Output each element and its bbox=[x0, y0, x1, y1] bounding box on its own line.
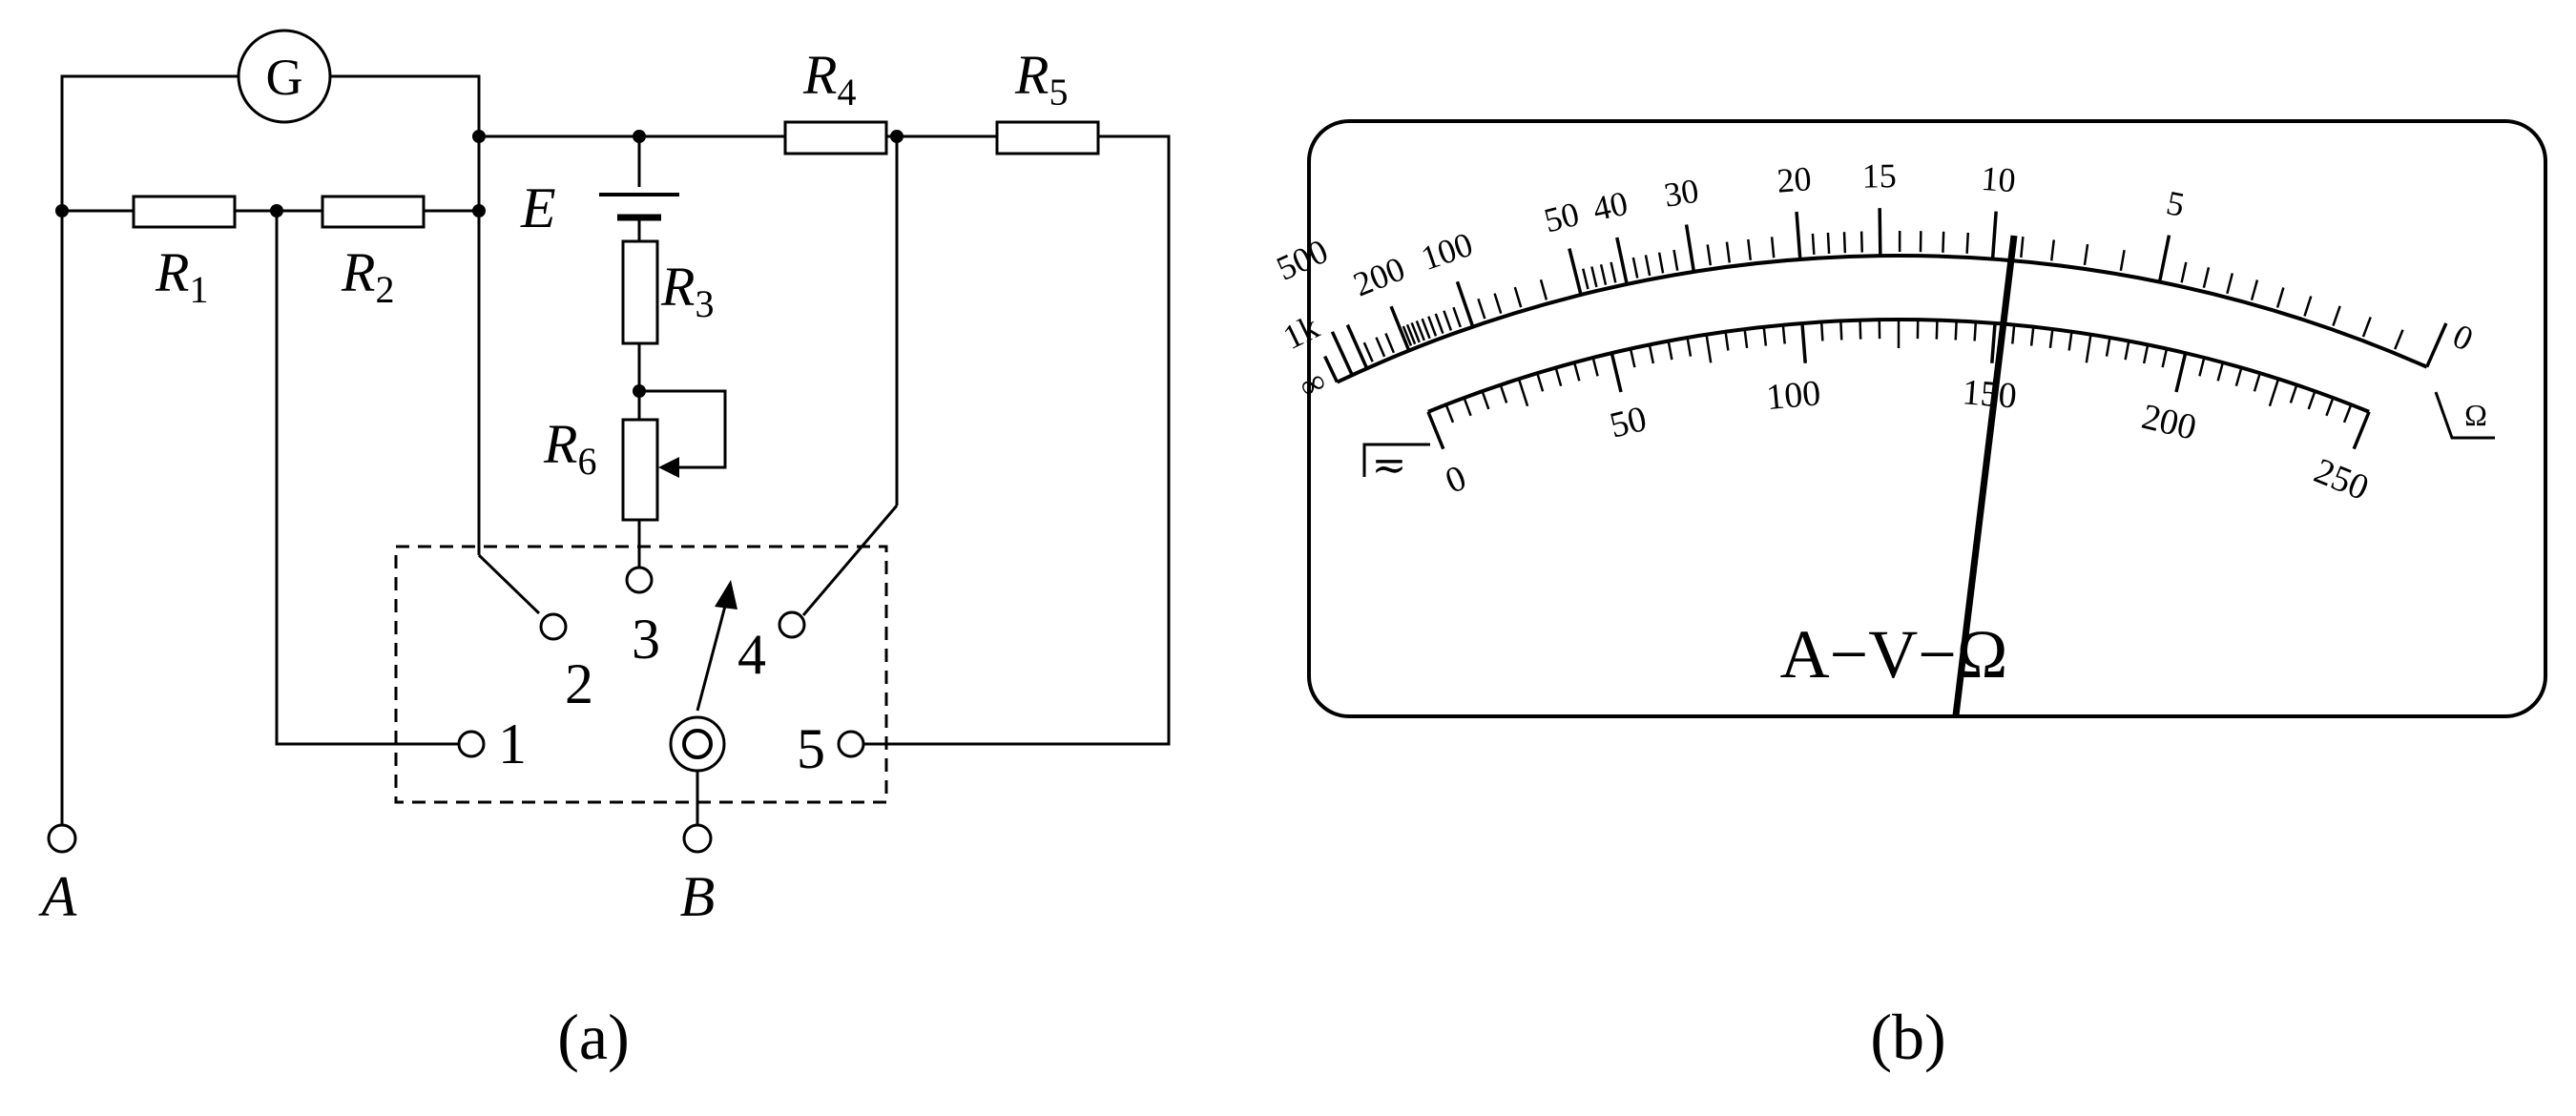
switch-contact-1 bbox=[459, 732, 484, 756]
meter-label: A−V−Ω bbox=[1780, 616, 2008, 692]
ohm-unit: Ω bbox=[2464, 398, 2487, 432]
resistor-r1 bbox=[134, 196, 235, 227]
resistor-r2 bbox=[322, 196, 424, 227]
scale-tick bbox=[1975, 322, 1976, 341]
terminal-a-label: A bbox=[38, 865, 77, 928]
ac-dc-symbol: ≂ bbox=[1372, 442, 1407, 488]
switch-label-3: 3 bbox=[632, 608, 660, 671]
scale-tick bbox=[1860, 320, 1861, 340]
scale-tick bbox=[1967, 233, 1968, 254]
scale-tick bbox=[1942, 232, 1943, 253]
scale-label: 150 bbox=[1961, 372, 2018, 416]
scale-tick bbox=[1813, 234, 1814, 255]
switch-label-4: 4 bbox=[737, 623, 766, 686]
terminal-a bbox=[49, 825, 75, 852]
switch-contact-4 bbox=[779, 612, 804, 637]
label-r5: R5 bbox=[1014, 44, 1068, 114]
scale-tick bbox=[1840, 320, 1841, 340]
scale-label: 30 bbox=[1661, 172, 1701, 215]
rheostat-arrow-icon bbox=[658, 457, 679, 478]
scale-tick bbox=[1861, 232, 1862, 253]
label-r2: R2 bbox=[341, 241, 394, 311]
scale-tick bbox=[1937, 320, 1938, 340]
switch-label-2: 2 bbox=[565, 652, 593, 715]
scale-label: 20 bbox=[1776, 159, 1813, 200]
switch-label-5: 5 bbox=[797, 717, 825, 780]
terminal-b-label: B bbox=[680, 865, 716, 928]
switch-contact-5 bbox=[839, 732, 863, 756]
caption-b: (b) bbox=[1870, 1001, 1945, 1073]
resistor-r5 bbox=[997, 122, 1098, 154]
scale-tick bbox=[1828, 233, 1829, 254]
scale-tick bbox=[1844, 232, 1845, 253]
resistor-r6 bbox=[623, 420, 657, 520]
resistor-r4 bbox=[785, 122, 886, 154]
label-r6: R6 bbox=[543, 413, 596, 483]
battery-e bbox=[592, 187, 687, 217]
switch-label-1: 1 bbox=[498, 713, 527, 775]
label-r4: R4 bbox=[802, 44, 856, 114]
scale-label: 15 bbox=[1861, 156, 1897, 195]
scale-tick bbox=[1821, 322, 1822, 341]
circuit-diagram: G E R1 R2 R3 R4 R5 R6 bbox=[38, 31, 1169, 1073]
selector-arrow-icon bbox=[715, 580, 737, 610]
label-r1: R1 bbox=[155, 241, 208, 311]
scale-label: 100 bbox=[1765, 373, 1823, 418]
terminal-b bbox=[684, 825, 711, 852]
scale-label: 10 bbox=[1980, 159, 2017, 199]
scale-tick bbox=[1956, 320, 1957, 340]
battery-label: E bbox=[520, 176, 556, 239]
switch-contact-2 bbox=[541, 614, 566, 639]
switch-contact-3 bbox=[627, 568, 652, 592]
caption-a: (a) bbox=[557, 1001, 629, 1073]
galvanometer-label: G bbox=[266, 49, 303, 106]
resistor-r3 bbox=[623, 241, 657, 343]
label-r3: R3 bbox=[660, 256, 714, 325]
